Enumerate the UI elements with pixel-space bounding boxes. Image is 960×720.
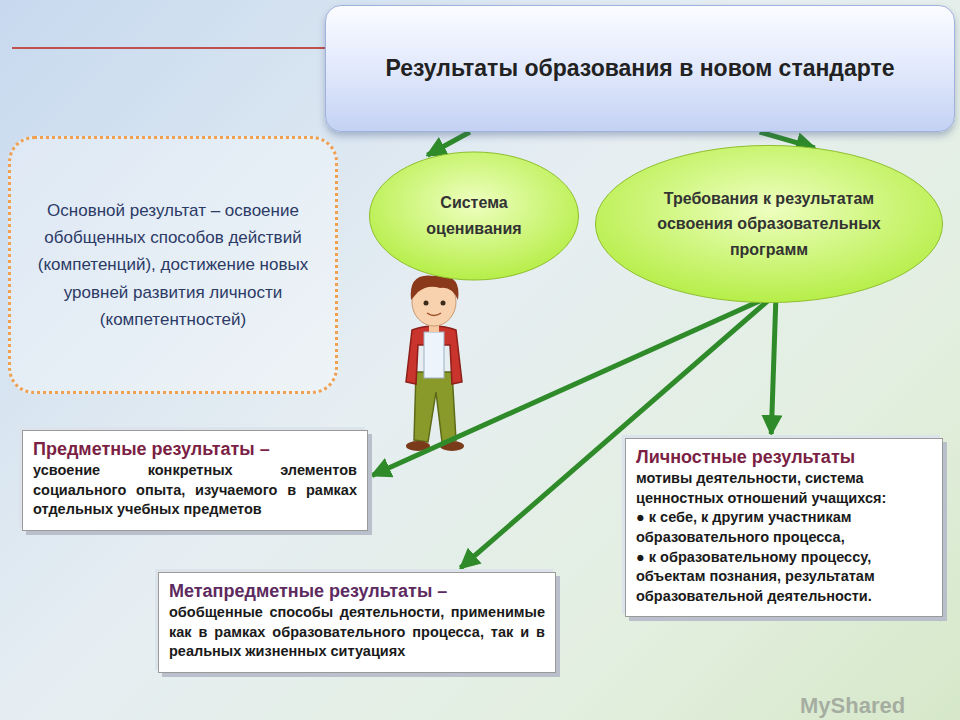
card-body: усвоение конкретных элементов социальног… [33, 461, 357, 520]
card-body: ● к образовательному процессу, объектам … [636, 548, 932, 607]
node-text: Требования к результатам освоения образо… [627, 186, 911, 263]
note-box: Основной результат – освоение обобщенных… [8, 136, 338, 394]
boy-illustration [406, 276, 464, 452]
ellipse-node: Требования к результатам освоения образо… [593, 143, 945, 305]
mouth [427, 313, 441, 316]
trousers [414, 372, 456, 442]
card-heading: Личностные результаты [636, 445, 932, 469]
shirt [424, 332, 444, 378]
arrow-connector [427, 132, 470, 155]
result-card: Личностные результатымотивы деятельности… [625, 438, 943, 617]
hair [411, 276, 459, 301]
card-body: ● к себе, к другим участникам образовате… [636, 508, 932, 547]
card-body: обобщенные способы деятельности, примени… [169, 603, 545, 662]
eye [424, 301, 429, 306]
arrow-connector [771, 294, 776, 434]
eye [441, 301, 446, 306]
ellipse-shape [595, 145, 942, 302]
node-text: Система оценивания [402, 190, 546, 241]
card-heading: Предметные результаты – [33, 437, 357, 461]
result-card: Метапредметные результаты –обобщенные сп… [158, 572, 556, 673]
node-text: Основной результат – освоение обобщенных… [29, 197, 317, 333]
result-card: Предметные результаты –усвоение конкретн… [22, 430, 368, 531]
ellipse-outline [368, 150, 580, 282]
node-text: Результаты образования в новом стандарте [385, 52, 894, 85]
title-box: Результаты образования в новом стандарте [325, 5, 955, 132]
ellipse-node: Система оценивания [368, 150, 580, 282]
accent-line [12, 47, 325, 49]
jacket [406, 326, 462, 384]
card-body: мотивы деятельности, система ценностных … [636, 469, 932, 508]
card-heading: Метапредметные результаты – [169, 579, 545, 603]
watermark: MyShared [800, 693, 905, 719]
ellipse-shape [369, 152, 578, 280]
